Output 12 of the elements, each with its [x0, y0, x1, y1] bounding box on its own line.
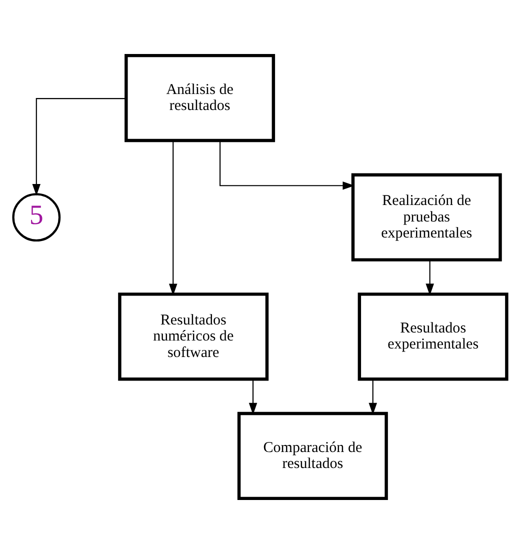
arrow [248, 379, 257, 415]
arrow [219, 140, 354, 190]
arrow [368, 379, 377, 415]
arrow [168, 140, 177, 296]
node-box: Realización de pruebas experimentales [350, 173, 502, 262]
arrow [425, 260, 434, 296]
node-box: Análisis de resultados [124, 54, 275, 142]
node-box: Resultados experimentales [357, 292, 508, 381]
node-box: Comparación de resultados [236, 412, 388, 500]
node-circle: 5 [12, 193, 60, 242]
arrow [32, 98, 126, 196]
node-box: Resultados numéricos de software [118, 292, 268, 381]
